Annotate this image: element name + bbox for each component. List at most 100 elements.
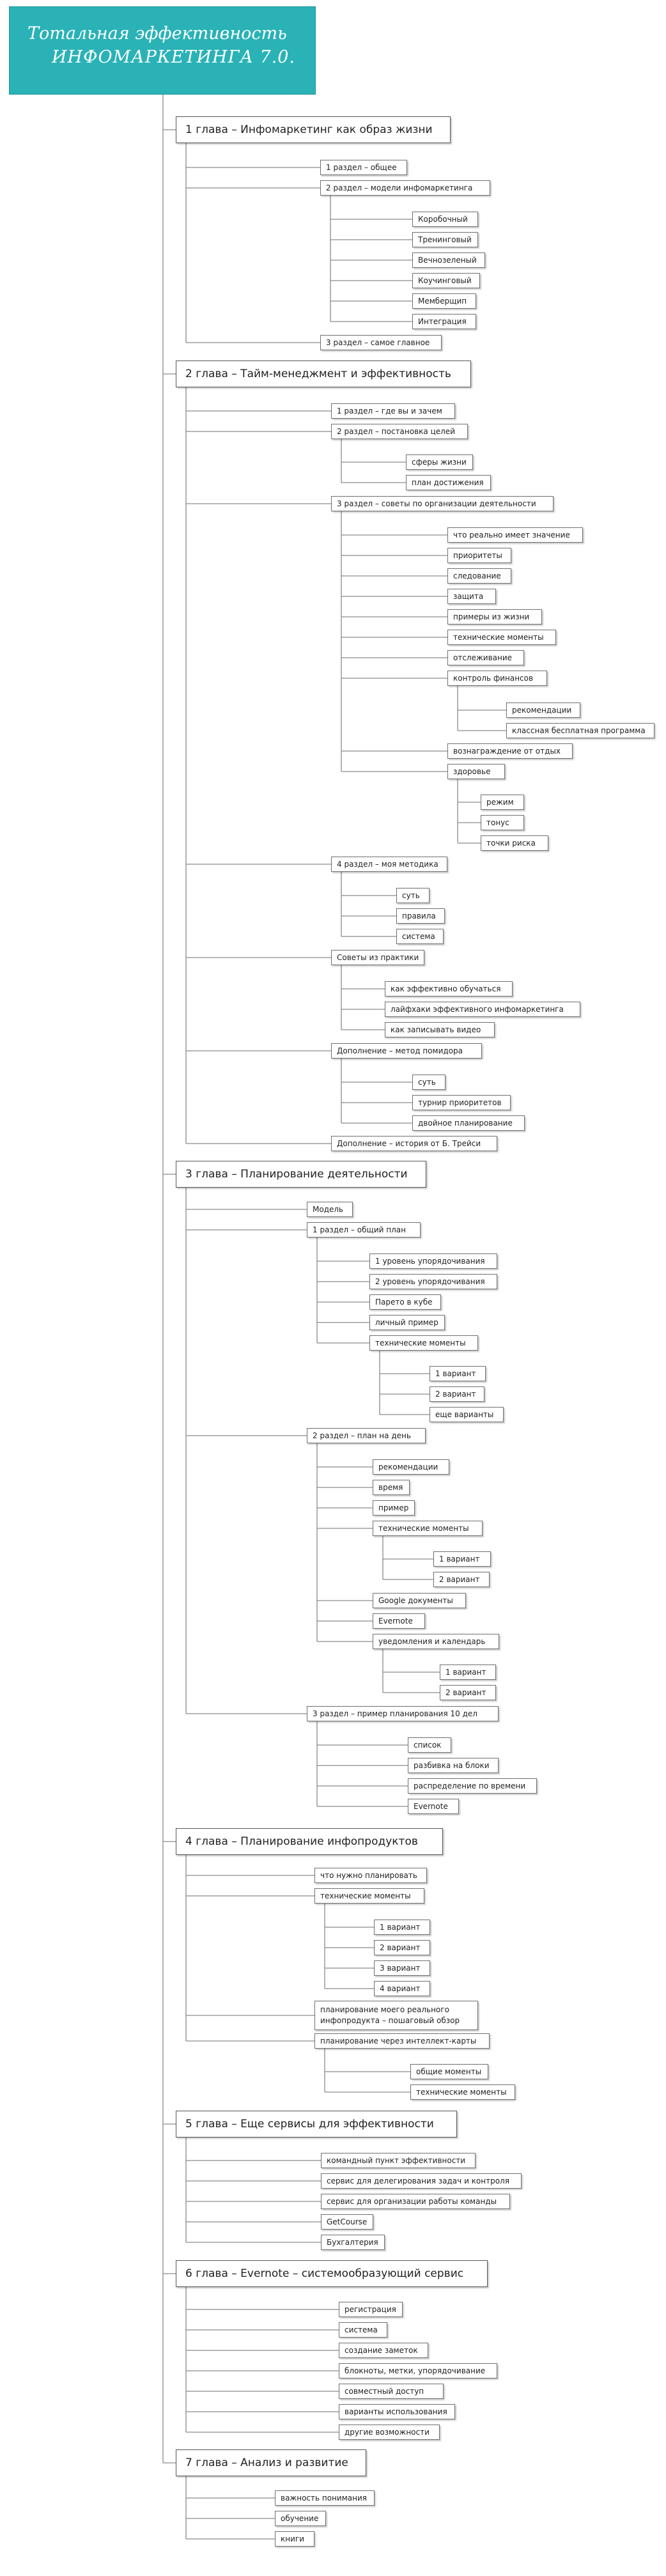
topic-node-level-2[interactable]: разбивка на блоки <box>408 1758 499 1773</box>
topic-node-level-2[interactable]: вознаграждение от отдых <box>447 743 573 759</box>
topic-node-level-2[interactable]: 3 вариант <box>374 1960 430 1976</box>
topic-node-level-3[interactable]: классная бесплатная программа <box>506 723 654 738</box>
topic-node-level-1[interactable]: Бухгалтерия <box>321 2235 385 2250</box>
topic-node-level-2[interactable]: распределение по времени <box>408 1778 537 1794</box>
topic-node-level-1[interactable]: 2 раздел – постановка целей <box>331 424 468 439</box>
topic-node-level-3[interactable]: еще варианты <box>430 1407 504 1422</box>
topic-node-level-1[interactable]: сервис для делегирования задач и контрол… <box>321 2173 522 2189</box>
topic-node-level-2[interactable]: что реально имеет значение <box>447 527 583 543</box>
topic-node-level-2[interactable]: технические моменты <box>369 1335 478 1351</box>
topic-node-level-2[interactable]: Тренинговый <box>412 232 478 247</box>
topic-node-level-1[interactable]: 1 раздел – где вы и зачем <box>331 403 455 419</box>
topic-node-level-1[interactable]: 4 раздел – моя методика <box>331 857 447 872</box>
topic-node-level-1[interactable]: регистрация <box>339 2302 403 2317</box>
topic-node-level-2[interactable]: Evernote <box>408 1799 459 1814</box>
topic-node-level-2[interactable]: как записывать видео <box>385 1022 495 1037</box>
topic-node-level-2[interactable]: рекомендации <box>373 1459 449 1475</box>
topic-node-level-1[interactable]: командный пункт эффективности <box>321 2153 476 2168</box>
topic-node-level-2[interactable]: следование <box>447 568 511 584</box>
topic-node-level-3[interactable]: точки риска <box>481 835 548 851</box>
topic-node-level-1[interactable]: 2 раздел – план на день <box>307 1428 426 1443</box>
topic-node-level-1[interactable]: GetCourse <box>321 2214 373 2230</box>
topic-node-level-2[interactable]: уведомления и календарь <box>373 1634 499 1649</box>
topic-node-level-2[interactable]: Интеграция <box>412 314 476 329</box>
topic-node-level-2[interactable]: лайфхаки эффективного инфомаркетинга <box>385 1002 580 1017</box>
topic-node-level-2[interactable]: 1 уровень упорядочивания <box>369 1253 497 1269</box>
topic-node-level-2[interactable]: технические моменты <box>410 2084 515 2100</box>
topic-node-level-2[interactable]: суть <box>396 888 430 903</box>
topic-node-level-1[interactable]: планирование моего реального инфопродукт… <box>314 2001 478 2030</box>
topic-node-level-3[interactable]: 1 вариант <box>440 1664 496 1680</box>
topic-node-level-2[interactable]: Парето в кубе <box>369 1294 441 1310</box>
topic-node-level-1[interactable]: Модель <box>307 1202 353 1217</box>
topic-node-level-2[interactable]: правила <box>396 908 445 924</box>
chapter-node[interactable]: 7 глава – Анализ и развитие <box>176 2449 366 2476</box>
topic-node-level-1[interactable]: важность понимания <box>275 2490 375 2506</box>
topic-node-level-2[interactable]: список <box>408 1737 451 1753</box>
topic-node-level-1[interactable]: Дополнение – история от Б. Трейси <box>331 1136 497 1151</box>
topic-node-level-3[interactable]: рекомендации <box>506 702 580 718</box>
topic-node-level-1[interactable]: обучение <box>275 2511 326 2526</box>
topic-node-level-2[interactable]: как эффективно обучаться <box>385 981 513 997</box>
topic-node-level-2[interactable]: Google документы <box>373 1593 466 1608</box>
topic-node-level-2[interactable]: защита <box>447 589 496 604</box>
topic-node-level-1[interactable]: 3 раздел – советы по организации деятель… <box>331 496 554 511</box>
topic-node-level-1[interactable]: планирование через интеллект-карты <box>314 2033 490 2049</box>
topic-node-level-1[interactable]: что нужно планировать <box>314 1868 427 1883</box>
topic-node-level-1[interactable]: Дополнение – метод помидора <box>331 1043 482 1059</box>
topic-node-level-2[interactable]: Коучинговый <box>412 273 480 288</box>
topic-node-level-2[interactable]: отслеживание <box>447 650 524 665</box>
topic-node-level-1[interactable]: другие возможности <box>339 2425 440 2440</box>
topic-node-level-2[interactable]: примеры из жизни <box>447 609 542 625</box>
topic-node-level-2[interactable]: 2 уровень упорядочивания <box>369 1274 497 1289</box>
topic-node-level-2[interactable]: Мемберщип <box>412 293 476 309</box>
topic-node-level-2[interactable]: двойное планирование <box>412 1115 525 1131</box>
topic-node-level-1[interactable]: варианты использования <box>339 2404 455 2419</box>
topic-node-level-2[interactable]: технические моменты <box>447 630 556 645</box>
topic-node-level-3[interactable]: тонус <box>481 815 524 830</box>
topic-node-level-2[interactable]: 1 вариант <box>374 1920 430 1935</box>
chapter-node[interactable]: 6 глава – Evernote – системообразующий с… <box>176 2260 488 2287</box>
topic-node-level-2[interactable]: личный пример <box>369 1315 445 1330</box>
topic-node-level-3[interactable]: 1 вариант <box>430 1366 486 1381</box>
topic-node-level-2[interactable]: Коробочный <box>412 212 478 227</box>
chapter-node[interactable]: 1 глава – Инфомаркетинг как образ жизни <box>176 116 451 143</box>
topic-node-level-2[interactable]: 2 вариант <box>374 1940 430 1955</box>
topic-node-level-3[interactable]: 2 вариант <box>430 1386 484 1402</box>
topic-node-level-1[interactable]: Советы из практики <box>331 950 424 965</box>
chapter-node[interactable]: 2 глава – Тайм-менеджмент и эффективност… <box>176 361 471 387</box>
topic-node-level-2[interactable]: общие моменты <box>410 2064 488 2079</box>
topic-node-level-2[interactable]: система <box>396 929 444 944</box>
chapter-node[interactable]: 5 глава – Еще сервисы для эффективности <box>176 2111 457 2138</box>
topic-node-level-2[interactable]: сферы жизни <box>406 454 473 470</box>
topic-node-level-2[interactable]: пример <box>373 1500 415 1516</box>
topic-node-level-1[interactable]: 3 раздел – самое главное <box>320 335 442 350</box>
topic-node-level-2[interactable]: технические моменты <box>373 1521 483 1536</box>
topic-node-level-1[interactable]: совместный доступ <box>339 2384 444 2399</box>
topic-node-level-2[interactable]: время <box>373 1480 410 1495</box>
topic-node-level-1[interactable]: 1 раздел – общее <box>320 160 407 175</box>
topic-node-level-1[interactable]: 3 раздел – пример планирования 10 дел <box>307 1706 499 1721</box>
topic-node-level-2[interactable]: суть <box>412 1075 445 1090</box>
topic-node-level-2[interactable]: турнир приоритетов <box>412 1095 511 1110</box>
topic-node-level-1[interactable]: технические моменты <box>314 1888 424 1904</box>
topic-node-level-2[interactable]: план достижения <box>406 475 491 490</box>
topic-node-level-1[interactable]: блокноты, метки, упорядочивание <box>339 2363 497 2378</box>
topic-node-level-1[interactable]: книги <box>275 2531 314 2547</box>
topic-node-level-3[interactable]: 2 вариант <box>433 1572 490 1587</box>
topic-node-level-1[interactable]: сервис для организации работы команды <box>321 2194 510 2209</box>
topic-node-level-1[interactable]: система <box>339 2322 387 2338</box>
topic-node-level-2[interactable]: здоровье <box>447 764 505 779</box>
topic-node-level-2[interactable]: контроль финансов <box>447 671 547 686</box>
topic-node-level-2[interactable]: 4 вариант <box>374 1981 430 1996</box>
topic-node-level-2[interactable]: Evernote <box>373 1613 425 1629</box>
topic-node-level-1[interactable]: создание заметок <box>339 2343 428 2358</box>
topic-node-level-1[interactable]: 1 раздел – общий план <box>307 1222 421 1238</box>
topic-node-level-2[interactable]: Вечнозеленый <box>412 252 485 268</box>
chapter-node[interactable]: 3 глава – Планирование деятельности <box>176 1161 426 1188</box>
topic-node-level-2[interactable]: приоритеты <box>447 548 511 563</box>
topic-node-level-3[interactable]: 2 вариант <box>440 1685 496 1700</box>
chapter-node[interactable]: 4 глава – Планирование инфопродуктов <box>176 1828 443 1855</box>
topic-node-level-3[interactable]: 1 вариант <box>433 1551 491 1567</box>
topic-node-level-3[interactable]: режим <box>481 795 524 810</box>
